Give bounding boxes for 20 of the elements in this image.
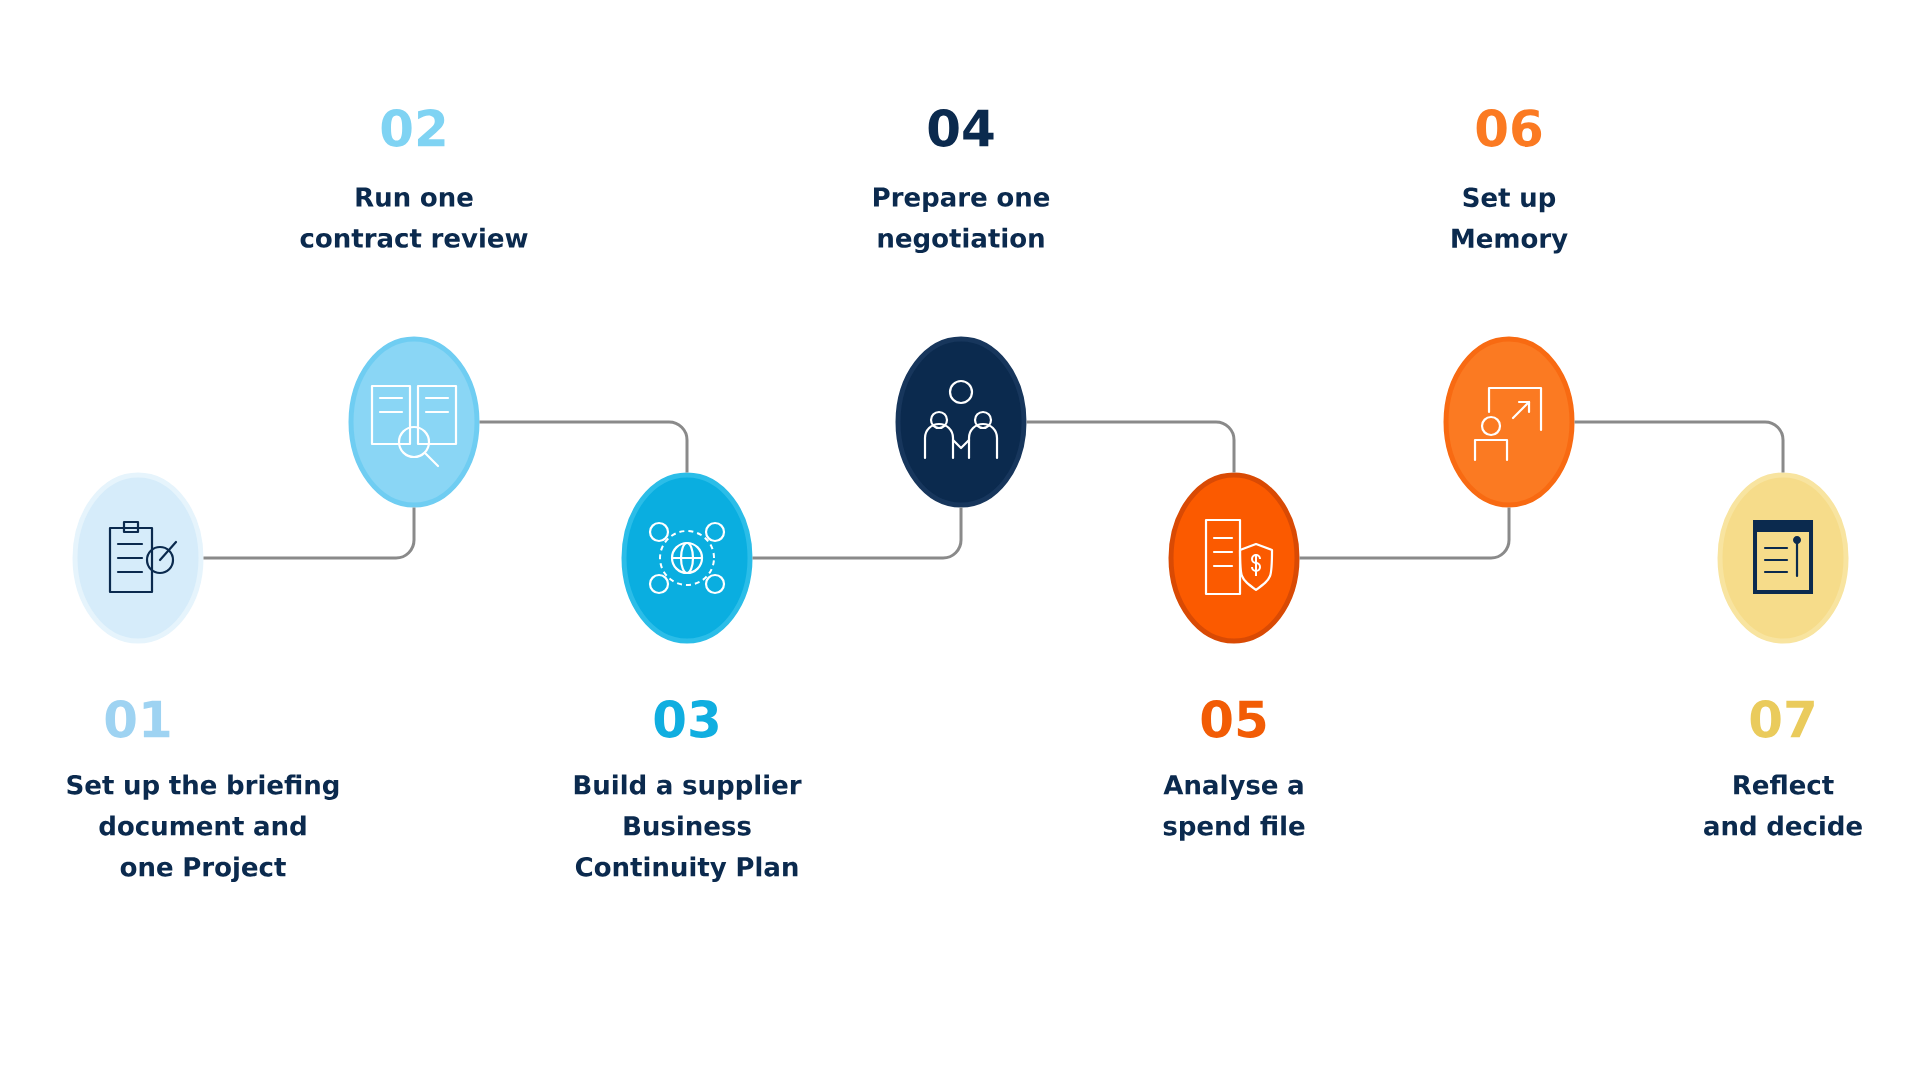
connector-line <box>1026 420 1236 473</box>
step-number: 04 <box>928 109 994 147</box>
connector-line <box>479 420 689 473</box>
step-number: 02 <box>381 109 445 147</box>
step-number: 03 <box>654 700 718 738</box>
step-title: Build a supplier Business Continuity Plan <box>574 774 802 882</box>
step-number: 05 <box>1201 700 1266 738</box>
step-title: Set up the briefing document and one Project <box>67 774 339 882</box>
connector-line <box>752 507 963 560</box>
step-number: 07 <box>1750 700 1814 738</box>
step-title: Analyse a spend file <box>1163 774 1305 841</box>
step-title: Set up Memory <box>1452 187 1568 254</box>
step-title: Run one contract review <box>300 187 528 248</box>
connector-line <box>1299 507 1511 560</box>
connector-line <box>203 507 416 560</box>
connector-line <box>1574 420 1785 473</box>
step-title: Prepare one negotiation <box>874 187 1050 254</box>
step-number: 01 <box>105 700 170 738</box>
step-title: Reflect and decide <box>1704 774 1862 836</box>
step-number: 06 <box>1476 109 1542 147</box>
